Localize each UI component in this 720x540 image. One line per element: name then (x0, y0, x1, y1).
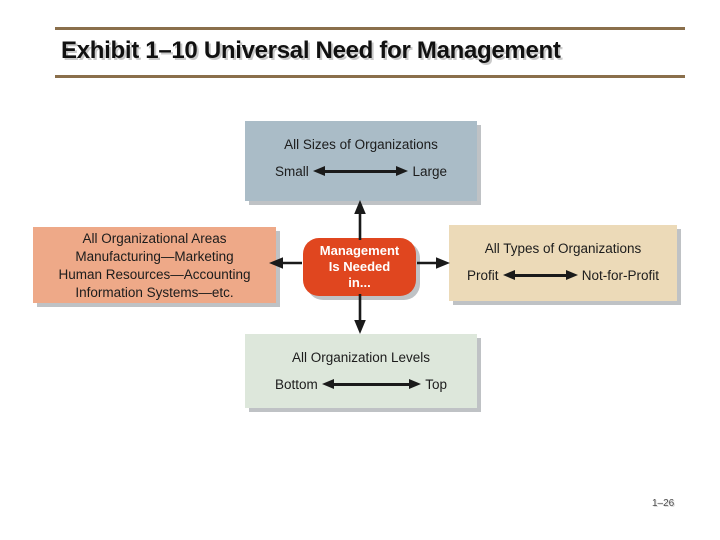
connector-right-arrow-icon (417, 257, 450, 269)
page-number: 1–26 (652, 498, 675, 509)
bottom-top-row: Bottom Top (245, 377, 477, 392)
title-rule-top (55, 27, 685, 30)
small-large-row: Small Large (245, 164, 477, 179)
center-line-3: in... (348, 275, 371, 290)
connector-up-arrow-icon (354, 200, 366, 240)
areas-line-1: All Organizational Areas (82, 231, 227, 246)
bottom-label: Bottom (275, 377, 318, 392)
connector-down-arrow-icon (354, 294, 366, 334)
small-large-arrow-icon (312, 166, 409, 178)
profit-label: Profit (467, 268, 499, 283)
small-label: Small (275, 164, 309, 179)
areas-line-3: Human Resources—Accounting (58, 267, 251, 282)
not-for-profit-label: Not-for-Profit (581, 268, 659, 283)
organization-levels-box: All Organization Levels Bottom Top (245, 334, 477, 408)
all-sizes-title: All Sizes of Organizations (284, 137, 438, 152)
profit-row: Profit Not-for-Profit (449, 268, 677, 283)
page-title: Exhibit 1–10 Universal Need for Manageme… (61, 37, 561, 64)
organizational-areas-box: All Organizational Areas Manufacturing—M… (33, 227, 276, 303)
top-label: Top (425, 377, 447, 392)
large-label: Large (412, 164, 447, 179)
areas-line-4: Information Systems—etc. (75, 285, 234, 300)
areas-line-2: Manufacturing—Marketing (75, 249, 234, 264)
center-line-2: Is Needed (328, 259, 391, 274)
management-needed-box: Management Is Needed in... (303, 238, 416, 296)
all-sizes-box: All Sizes of Organizations Small Large (245, 121, 477, 201)
center-line-1: Management (319, 243, 400, 258)
bottom-top-arrow-icon (321, 379, 422, 391)
title-rule-bottom (55, 75, 685, 78)
organization-types-box: All Types of Organizations Profit Not-fo… (449, 225, 677, 301)
types-title: All Types of Organizations (484, 241, 642, 256)
profit-nonprofit-arrow-icon (502, 270, 578, 282)
levels-title: All Organization Levels (291, 350, 431, 365)
